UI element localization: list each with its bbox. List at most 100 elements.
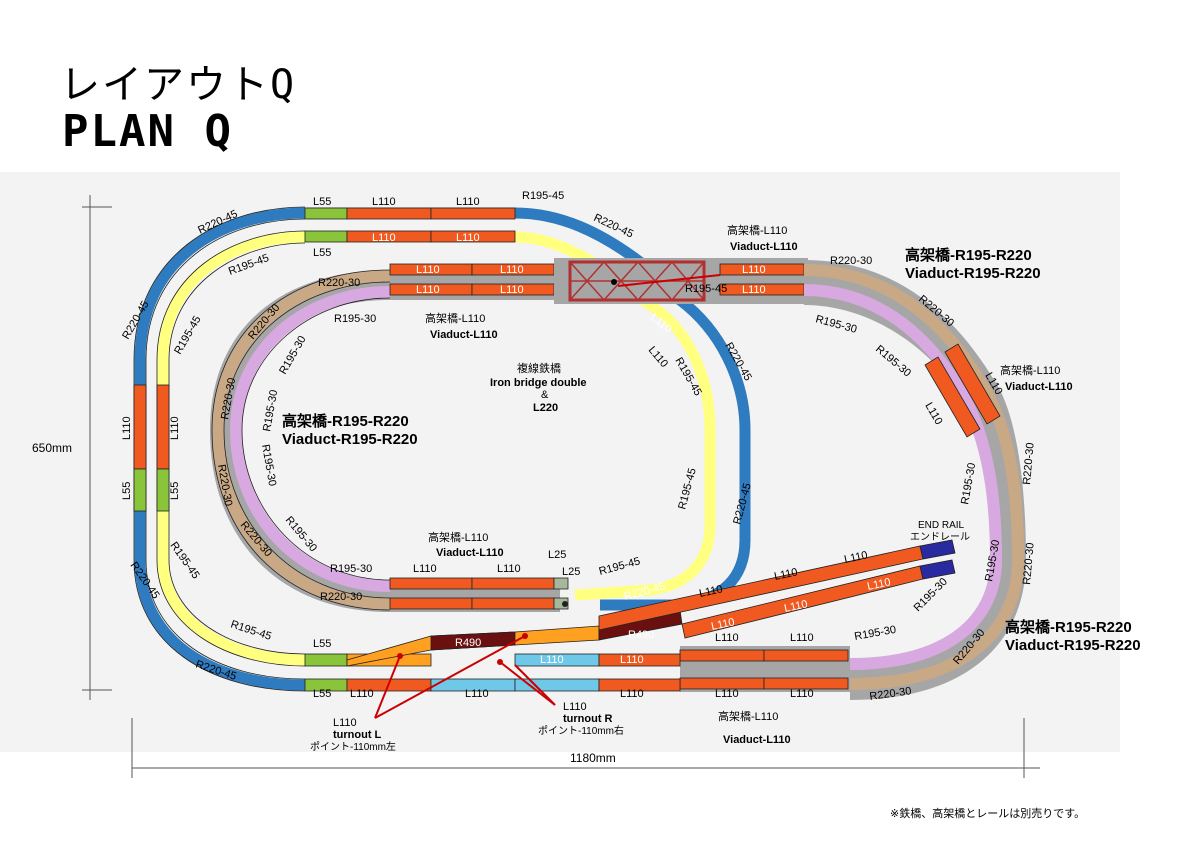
annot-viaduct-r-br-en: Viaduct-R195-R220 [1005, 637, 1141, 654]
label-l110-diag-4: L110 [710, 616, 736, 633]
track-l110-left-inner [156, 384, 170, 470]
track-r490-1 [430, 631, 516, 651]
annot-viaduct-l110-right-en: Viaduct-L110 [1005, 381, 1073, 393]
track-l110-top-outer-2 [430, 207, 516, 220]
track-l55-left-inner [156, 468, 170, 512]
label-r195-45-br: R195-45 [685, 283, 727, 295]
label-l110-bot-2: L110 [465, 688, 489, 700]
label-r220-30-in-1: R220-30 [318, 277, 360, 289]
annot-viaduct-r-left-en: Viaduct-R195-R220 [282, 431, 418, 448]
label-l55-top-1: L55 [313, 196, 331, 208]
label-l110-bot-3: L110 [620, 654, 644, 666]
track-l110-bot-4 [598, 678, 681, 692]
outer-loop-blue-curve [305, 207, 751, 611]
label-r490-1: R490 [455, 637, 481, 649]
track-l110-bot-via-4 [763, 677, 849, 690]
label-l110-left-2: L110 [169, 416, 181, 440]
iron-bridge [554, 258, 720, 304]
label-l110-bot-4: L110 [620, 688, 644, 700]
annot-viaduct-l110-inner-ja: 高架橋-L110 [428, 530, 488, 544]
annot-viaduct-l110-in-en: Viaduct-L110 [430, 329, 498, 341]
dimension-lines [82, 195, 1040, 778]
track-l110-bot-5 [598, 653, 681, 667]
track-l110-right-1 [944, 343, 1001, 425]
annot-turnout-l-3: ポイント-110mm左 [310, 740, 396, 753]
track-l110-right-2 [924, 356, 981, 438]
label-l110-inb-1: L110 [413, 563, 437, 575]
track-l55-top-inner [304, 230, 348, 243]
footnote: ※鉄橋、高架橋とレールは別売りです。 [890, 807, 1086, 820]
label-l55-left-2: L55 [169, 482, 181, 500]
viaduct-loop-tan-curve [211, 270, 391, 610]
annot-turnout-l-2: turnout L [333, 729, 382, 741]
label-l110-in-4: L110 [500, 284, 524, 296]
label-l110-left-1: L110 [121, 416, 133, 440]
label-r220-30-r-2: R220-30 [1021, 542, 1037, 585]
inner-loop-yellow-curve [305, 231, 716, 601]
annot-viaduct-r-left-ja: 高架橋-R195-R220 [282, 412, 409, 430]
annot-turnout-r-1: L110 [563, 701, 587, 713]
label-r220-30-in-6: R220-30 [320, 591, 362, 603]
label-l110-via-2: L110 [742, 284, 766, 296]
annot-end-rail-en: END RAIL [918, 520, 965, 531]
track-l25-2 [553, 597, 569, 610]
annot-turnout-r-3: ポイント-110mm右 [538, 724, 624, 737]
annot-iron-bridge-amp: & [541, 389, 549, 401]
annot-viaduct-r-br-ja: 高架橋-R195-R220 [1005, 618, 1132, 636]
annot-viaduct-l110-bot-ja: 高架橋-L110 [718, 709, 778, 723]
label-l110-via-1: L110 [742, 264, 766, 276]
annot-viaduct-l110-in-ja: 高架橋-L110 [425, 311, 485, 325]
label-l55-bot-1: L55 [313, 638, 331, 650]
track-l110-left-outer [133, 384, 147, 470]
annot-viaduct-l110-top-ja: 高架橋-L110 [727, 223, 787, 237]
annot-viaduct-l110-inner-en: Viaduct-L110 [436, 547, 504, 559]
title-english: PLAN Q [62, 106, 233, 157]
label-l110-bot-5: L110 [715, 632, 739, 644]
label-l110-top-3: L110 [372, 232, 396, 244]
label-l110-diag-1: L110 [698, 583, 724, 600]
track-l110-inner-bot-4 [471, 597, 555, 610]
label-l55-left-1: L55 [121, 482, 133, 500]
label-l110-inb-2: L110 [497, 563, 521, 575]
label-l110-top-4: L110 [456, 232, 480, 244]
label-l110-diag-3: L110 [843, 549, 869, 566]
track-l110-bot-3 [514, 678, 600, 692]
label-l110-bot-8: L110 [790, 688, 814, 700]
end-rail-1 [919, 539, 956, 560]
label-l25-1: L25 [548, 549, 566, 561]
right-viaduct-tan [803, 264, 1025, 690]
label-r490-2: R490 [628, 629, 654, 641]
annot-viaduct-l110-right-ja: 高架橋-L110 [1000, 363, 1060, 377]
label-l110-turn: L110 [540, 654, 564, 666]
annot-iron-bridge-len: L220 [533, 402, 558, 414]
label-l110-top-2: L110 [456, 196, 480, 208]
track-l55-left-outer [133, 468, 147, 512]
track-l110-bot-via-2 [763, 649, 849, 662]
track-l55-top-outer [304, 207, 348, 220]
label-r195-30-in-6: R195-30 [330, 563, 372, 575]
label-l55-top-2: L55 [313, 247, 331, 259]
annot-viaduct-l110-bot-en: Viaduct-L110 [723, 734, 791, 746]
track-l110-bot-via-1 [679, 649, 765, 662]
annot-iron-bridge-ja: 複線鉄橋 [517, 361, 561, 375]
track-l110-inner-bot-2 [471, 577, 555, 590]
track-l110-inner-bot-1 [389, 577, 473, 590]
viaduct-loop-violet-curve [229, 286, 391, 592]
viaduct-loop-outlines [211, 269, 391, 611]
annot-turnout-r-2: turnout R [563, 713, 613, 725]
track-l25 [553, 577, 569, 590]
label-r195-45-top: R195-45 [522, 190, 564, 202]
dimension-width: 1180mm [570, 751, 616, 765]
label-l110-bot-7: L110 [715, 688, 739, 700]
annot-turnout-l-1: L110 [333, 717, 357, 729]
annot-iron-bridge-en: Iron bridge double [490, 377, 587, 389]
label-l110-in-2: L110 [500, 264, 524, 276]
label-l110-diag-2: L110 [773, 566, 799, 583]
track-l55-bot-1 [304, 653, 348, 667]
label-r220-30-tr-1: R220-30 [830, 255, 872, 267]
annot-end-rail-ja: エンドレール [910, 532, 970, 543]
leader-lines [374, 274, 721, 719]
annot-viaduct-l110-top-en: Viaduct-L110 [730, 241, 798, 253]
right-viaduct-violet [803, 284, 1003, 670]
